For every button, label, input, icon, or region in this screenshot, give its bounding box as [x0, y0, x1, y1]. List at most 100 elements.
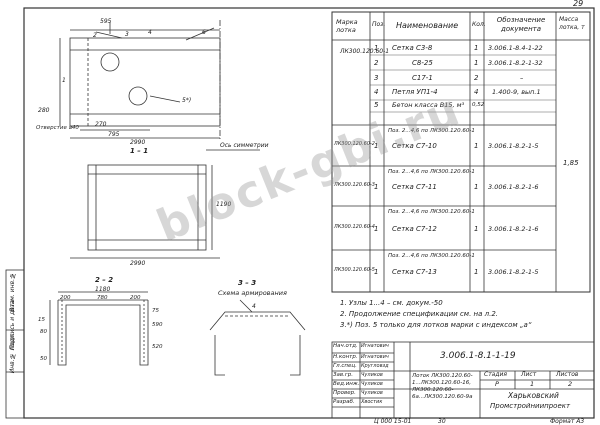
spec-row-name: Бетон класса В15, м³ [392, 101, 465, 109]
spec-group-pos: 1 [374, 142, 379, 150]
spec-row-qty: 1 [474, 44, 479, 52]
spec-group-qty: 1 [474, 268, 479, 276]
dim-80: 80 [40, 329, 47, 335]
footer-num: 30 [438, 418, 446, 425]
tb-name: Хвостик [361, 399, 383, 405]
asterisk-5-label: 5*) [182, 97, 192, 104]
dim-50: 50 [40, 356, 47, 362]
hole-label: Отверстие ⌀40 [36, 125, 79, 131]
spec-row-qty: 2 [474, 74, 479, 82]
note-item: 3.*) Поз. 5 только для лотков марки с ин… [340, 321, 532, 329]
spec-row-pos: 1 [374, 44, 379, 52]
spec-group-name: Сетка С7-13 [392, 268, 437, 276]
spec-group-doc: 3.006.1-8.2-1-5 [488, 268, 539, 276]
callout-6: 6 [202, 29, 206, 36]
footer-format: Формат А3 [550, 418, 585, 425]
tb-role: Нач.отд. [333, 343, 358, 349]
tb-role: Зав.гр. [333, 372, 354, 378]
spec-row-name: С17-1 [412, 74, 433, 82]
dim-200-right: 200 [130, 295, 141, 301]
spec-header-mass: Масса лотка, т [559, 16, 585, 31]
dim-2990-bottom: 2990 [130, 260, 146, 267]
spec-group-qty: 1 [474, 142, 479, 150]
dim-75: 75 [152, 308, 159, 314]
tb-role: Провер. [333, 390, 356, 396]
callout-2: 2 [93, 32, 97, 39]
scheme-callout-4: 4 [252, 303, 256, 310]
note-item: 1. Узлы 1...4 – см. докум.-50 [340, 299, 443, 307]
spec-group-qty: 1 [474, 225, 479, 233]
spec-row-pos: 2 [374, 59, 379, 67]
spec-group-name: Сетка С7-10 [392, 142, 437, 150]
tb-name: Чуликов [361, 390, 383, 396]
dim-top-length: 595 [100, 18, 112, 25]
tb-org-line2: Промстройниипроект [490, 402, 571, 410]
dim-795: 795 [108, 131, 120, 138]
tb-sheet-label: Лист [521, 371, 537, 378]
tb-name: Игнатович [361, 354, 389, 360]
callout-3: 3 [125, 31, 129, 38]
tb-name: Чуликов [361, 381, 383, 387]
tb-role: Вед.инж. [333, 381, 360, 387]
dim-2990-top: 2990 [130, 139, 146, 146]
spec-group-mark: ЛК300.120.60-2 [334, 141, 375, 147]
tb-name: Кругловзд [361, 363, 389, 369]
callout-4: 4 [148, 29, 152, 36]
tb-name: Игнатович [361, 343, 389, 349]
tb-sheets: 2 [568, 380, 573, 388]
dim-200-left: 200 [60, 295, 71, 301]
section-3-3-title: 3 – 3 [238, 279, 257, 287]
spec-group-pos: 1 [374, 225, 379, 233]
tb-sheet-no: 1 [530, 380, 535, 388]
spec-group-mark: ЛК300.120.60-3 [334, 182, 375, 188]
spec-group1-mark: ЛК300.120.60-1 [340, 48, 390, 55]
spec-row-doc: – [520, 74, 524, 82]
axis-symmetry-label: Ось симметрии [220, 142, 269, 149]
spec-row-qty: 4 [474, 88, 479, 96]
reinforcement-scheme-title: Схема армирования [218, 289, 287, 297]
spec-row-doc: 3.006.1-8.4-1-22 [488, 44, 543, 52]
spec-group-doc: 3.006.1-8.2-1-6 [488, 225, 539, 233]
spec-header-pos: Поз. [372, 21, 386, 28]
spec-group-pos: 1 [374, 268, 379, 276]
tb-doc-title: Лоток ЛК300.120.60-1...ЛК300.120.60-16, … [412, 373, 473, 400]
spec-mass-value: 1,85 [563, 159, 579, 167]
spec-group-name: Сетка С7-11 [392, 183, 437, 191]
spec-group-note: Поз. 2...4,6 по ЛК300.120.60-1 [388, 169, 475, 175]
tb-doc-number: 3.006.1-8.1-1-19 [440, 351, 516, 361]
tb-stage-label: Стадия [484, 371, 508, 378]
spec-group-qty: 1 [474, 183, 479, 191]
callout-1: 1 [62, 77, 66, 84]
section-2-2-title: 2 – 2 [95, 276, 114, 284]
spec-header-mark: Марка лотка [336, 18, 358, 35]
spec-row-name: С8-25 [412, 59, 433, 67]
spec-row-pos: 4 [374, 88, 379, 96]
dim-270: 270 [95, 121, 107, 128]
dim-520: 520 [152, 344, 163, 350]
spec-row-name: Петля УП1-4 [392, 88, 438, 96]
tb-role: Гл.спец. [333, 363, 357, 369]
spec-row-pos: 5 [374, 101, 379, 109]
spec-group-mark: ЛК300.120.60-4 [334, 224, 375, 230]
spec-row-name: Сетка С3-8 [392, 44, 433, 52]
spec-row-doc: 1.400-9, вып.1 [492, 88, 541, 96]
spec-group-doc: 3.006.1-8.2-1-6 [488, 183, 539, 191]
tb-stage: Р [495, 380, 499, 388]
spec-group-pos: 1 [374, 183, 379, 191]
spec-row-qty: 1 [474, 59, 479, 67]
spec-group-name: Сетка С7-12 [392, 225, 437, 233]
dim-1180: 1180 [95, 286, 111, 293]
stamp-replace-inventory: Взам. инв.№ [9, 272, 16, 312]
tb-role: Н.контр. [333, 354, 358, 360]
dim-780: 780 [97, 295, 108, 301]
footer-code: Ц 000 15-01 [374, 418, 412, 425]
tb-role: Разраб. [333, 399, 355, 405]
spec-header-name: Наименование [396, 21, 459, 30]
spec-header-designation: Обозначение документа [496, 16, 546, 34]
spec-group-note: Поз. 2...4,6 по ЛК300.120.60-1 [388, 209, 475, 215]
spec-group-note: Поз. 2...4,6 по ЛК300.120.60-1 [388, 128, 475, 134]
section-1-1-title: 1 – 1 [130, 147, 149, 155]
dim-1190: 1190 [216, 201, 232, 208]
